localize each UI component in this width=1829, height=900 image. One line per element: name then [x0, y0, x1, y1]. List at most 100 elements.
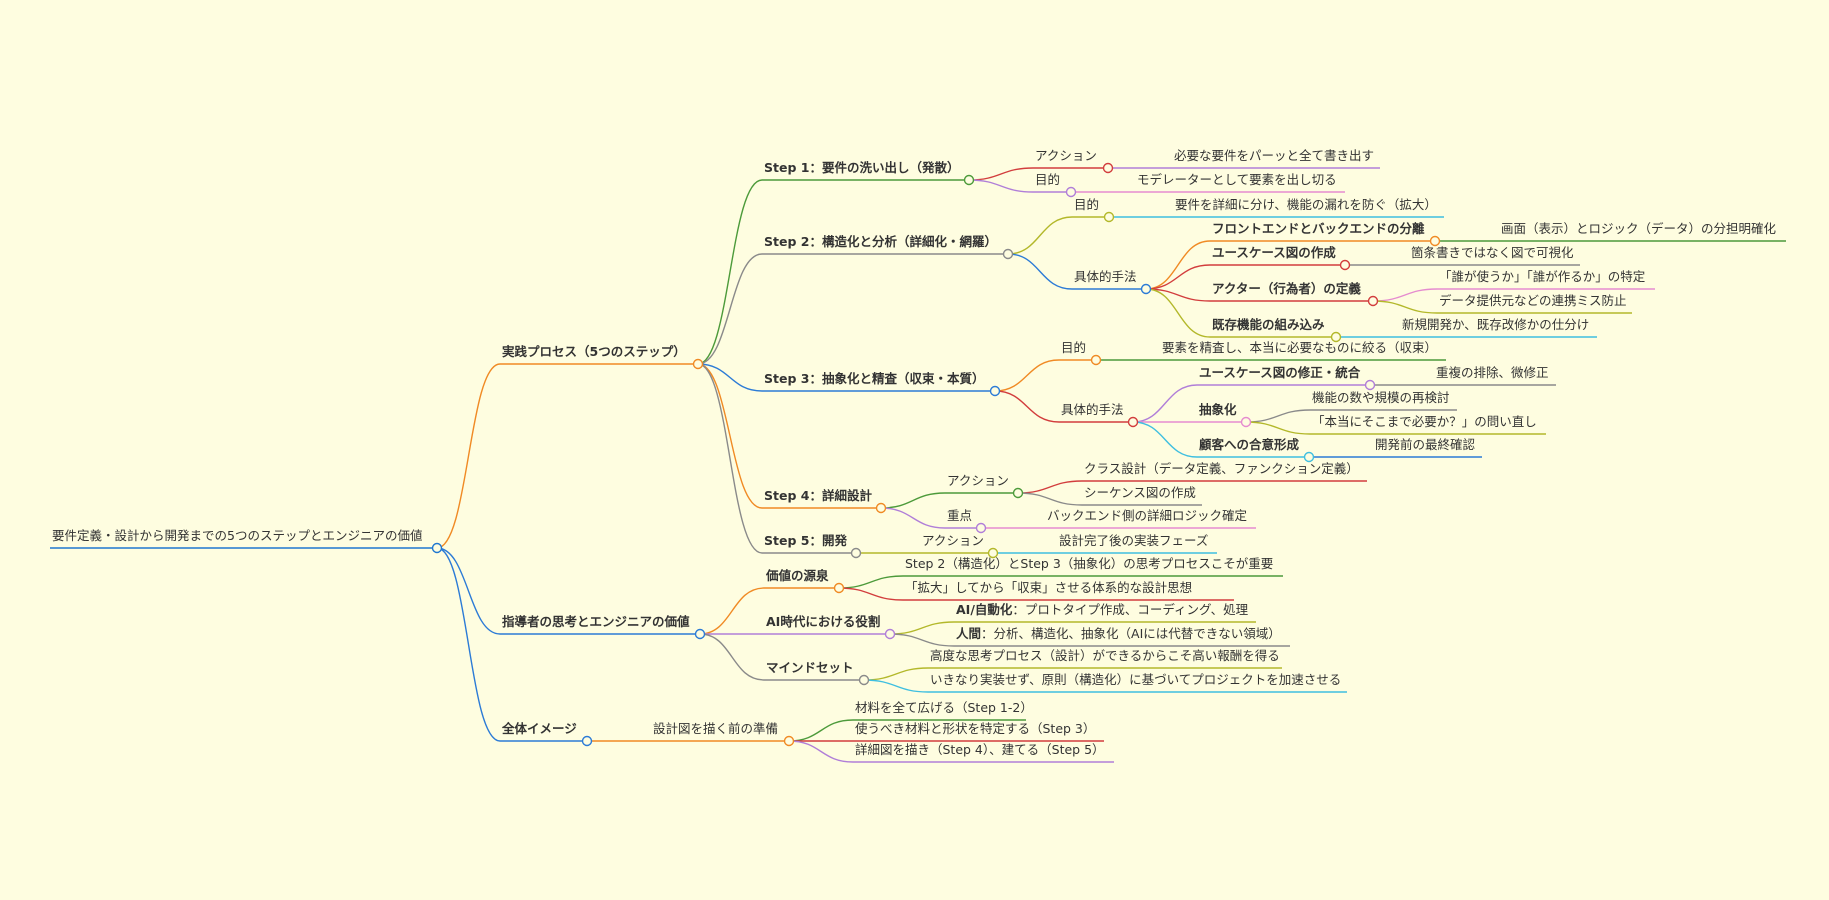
collapse-toggle-icon[interactable] [1002, 248, 1014, 260]
topic-s4at2[interactable]: シーケンス図の作成 [1084, 485, 1196, 500]
topic-pr[interactable]: 実践プロセス（5つのステップ） [502, 344, 686, 359]
collapse-toggle-icon[interactable] [1330, 331, 1342, 343]
topic-label: 要件を詳細に分け、機能の漏れを防ぐ（拡大） [1175, 197, 1437, 212]
topic-label: 重点 [947, 508, 972, 523]
topic-s5a[interactable]: アクション [922, 533, 984, 548]
topic-s2fe[interactable]: フロントエンドとバックエンドの分離 [1212, 221, 1425, 236]
topic-s2ex[interactable]: 既存機能の組み込み [1212, 317, 1325, 332]
topic-s2[interactable]: Step 2：構造化と分析（詳細化・網羅） [764, 234, 997, 249]
topic-s2fet[interactable]: 画面（表示）とロジック（データ）の分担明確化 [1501, 221, 1777, 236]
topic-s2act1[interactable]: 「誰が使うか」「誰が作るか」の特定 [1439, 269, 1645, 284]
collapse-toggle-icon[interactable] [884, 628, 896, 640]
topic-s2uc[interactable]: ユースケース図の作成 [1212, 245, 1336, 260]
topic-s4at1[interactable]: クラス設計（データ定義、ファンクション定義） [1084, 461, 1359, 476]
collapse-toggle-icon[interactable] [858, 674, 870, 686]
connector-s4 [697, 363, 763, 509]
topic-s1at[interactable]: 必要な要件をパーッと全て書き出す [1174, 148, 1374, 163]
collapse-toggle-icon[interactable] [1127, 416, 1139, 428]
topic-mn[interactable]: 指導者の思考とエンジニアの価値 [502, 614, 690, 629]
collapse-toggle-icon[interactable] [1339, 259, 1351, 271]
collapse-toggle-icon[interactable] [987, 547, 999, 559]
topic-s3ag[interactable]: 顧客への合意形成 [1199, 437, 1300, 452]
topic-vst1[interactable]: Step 2（構造化）とStep 3（抽象化）の思考プロセスこそが重要 [905, 556, 1273, 571]
connector-s2fe [1145, 240, 1211, 290]
collapse-toggle-icon[interactable] [833, 582, 845, 594]
topic-root[interactable]: 要件定義・設計から開発までの5つのステップとエンジニアの価値 [52, 528, 422, 543]
topic-s3m[interactable]: 具体的手法 [1061, 402, 1124, 417]
topic-label: 要件定義・設計から開発までの5つのステップとエンジニアの価値 [52, 528, 422, 543]
collapse-toggle-icon[interactable] [1090, 354, 1102, 366]
topic-ppi1[interactable]: 材料を全て広げる（Step 1-2） [855, 700, 1033, 715]
topic-ms[interactable]: マインドセット [766, 660, 854, 675]
collapse-toggle-icon[interactable] [975, 522, 987, 534]
topic-s4ft[interactable]: バックエンド側の詳細ロジック確定 [1047, 508, 1247, 523]
topic-hu[interactable]: 人間：分析、構造化、抽象化（AIには代替できない領域） [956, 626, 1281, 641]
topic-s1a[interactable]: アクション [1035, 148, 1097, 163]
connector-mst1 [863, 667, 929, 681]
topic-s3uft[interactable]: 重複の排除、微修正 [1436, 365, 1549, 380]
topic-s3p[interactable]: 目的 [1061, 340, 1086, 355]
collapse-toggle-icon[interactable] [989, 385, 1001, 397]
topic-pp[interactable]: 設計図を描く前の準備 [653, 721, 778, 736]
topic-s4f[interactable]: 重点 [947, 508, 972, 523]
topic-label: 画面（表示）とロジック（データ）の分担明確化 [1501, 221, 1777, 236]
topic-ai[interactable]: AI時代における役割 [766, 614, 880, 629]
collapse-toggle-icon[interactable] [1429, 235, 1441, 247]
collapse-toggle-icon[interactable] [581, 735, 593, 747]
collapse-toggle-icon[interactable] [1240, 416, 1252, 428]
topic-s3[interactable]: Step 3：抽象化と精査（収束・本質） [764, 371, 984, 386]
topic-vs[interactable]: 価値の源泉 [765, 568, 829, 583]
topic-s3uf[interactable]: ユースケース図の修正・統合 [1199, 365, 1361, 380]
topic-s2p[interactable]: 目的 [1074, 197, 1099, 212]
topic-s3ab[interactable]: 抽象化 [1199, 402, 1237, 417]
topic-s2uct[interactable]: 箇条書きではなく図で可視化 [1411, 245, 1574, 260]
collapse-toggle-icon[interactable] [1367, 295, 1379, 307]
collapse-toggle-icon[interactable] [1140, 283, 1152, 295]
collapse-toggle-icon[interactable] [850, 547, 862, 559]
topic-s2ext[interactable]: 新規開発か、既存改修かの仕分け [1402, 317, 1589, 332]
topic-ov[interactable]: 全体イメージ [501, 721, 577, 736]
topic-label: AI/自動化 [956, 602, 1013, 617]
collapse-toggle-icon[interactable] [431, 542, 443, 554]
topic-ppi2[interactable]: 使うべき材料と形状を特定する（Step 3） [855, 721, 1095, 736]
collapse-toggle-icon[interactable] [1012, 487, 1024, 499]
collapse-toggle-icon[interactable] [1065, 186, 1077, 198]
collapse-toggle-icon[interactable] [1103, 211, 1115, 223]
topic-s2m[interactable]: 具体的手法 [1074, 269, 1137, 284]
topic-nodes: 要件定義・設計から開発までの5つのステップとエンジニアの価値 実践プロセス（5つの… [52, 148, 1777, 757]
topic-s3agt[interactable]: 開発前の最終確認 [1375, 437, 1476, 452]
topic-s5[interactable]: Step 5：開発 [764, 533, 847, 548]
collapse-toggle-icon[interactable] [875, 502, 887, 514]
topic-s3pt[interactable]: 要素を精査し、本当に必要なものに絞る（収束） [1162, 340, 1437, 355]
collapse-toggle-icon[interactable] [1102, 162, 1114, 174]
topic-label: 新規開発か、既存改修かの仕分け [1402, 317, 1589, 332]
topic-s2ac[interactable]: アクター（行為者）の定義 [1212, 281, 1361, 296]
collapse-toggle-icon[interactable] [1303, 451, 1315, 463]
topic-s2act2[interactable]: データ提供元などの連携ミス防止 [1439, 293, 1627, 308]
topic-s5at[interactable]: 設計完了後の実装フェーズ [1059, 533, 1208, 548]
topic-label: マインドセット [766, 660, 854, 675]
topic-s3abt1[interactable]: 機能の数や規模の再検討 [1312, 390, 1450, 405]
topic-mst2[interactable]: いきなり実装せず、原則（構造化）に基づいてプロジェクトを加速させる [930, 672, 1341, 687]
topic-s2pt[interactable]: 要件を詳細に分け、機能の漏れを防ぐ（拡大） [1175, 197, 1437, 212]
collapse-toggle-icon[interactable] [783, 735, 795, 747]
connector-ms [699, 633, 765, 681]
topic-ppi3[interactable]: 詳細図を描き（Step 4）、建てる（Step 5） [855, 742, 1105, 757]
collapse-toggle-icon[interactable] [694, 628, 706, 640]
topic-label: 箇条書きではなく図で可視化 [1411, 245, 1574, 260]
topic-s4[interactable]: Step 4：詳細設計 [764, 488, 872, 503]
topic-vst2[interactable]: 「拡大」してから「収束」させる体系的な設計思想 [905, 580, 1192, 595]
topic-s4a[interactable]: アクション [947, 473, 1009, 488]
topic-s3abt2[interactable]: 「本当にそこまで必要か？」の問い直し [1312, 414, 1537, 429]
topic-ail[interactable]: AI/自動化：プロトタイプ作成、コーディング、処理 [956, 602, 1249, 617]
topic-mst1[interactable]: 高度な思考プロセス（設計）ができるからこそ高い報酬を得る [930, 648, 1280, 663]
topic-s1pt[interactable]: モデレーターとして要素を出し切る [1137, 172, 1337, 187]
topic-s1[interactable]: Step 1：要件の洗い出し（発散） [764, 160, 959, 175]
topic-label: アクション [922, 533, 984, 548]
collapse-toggle-icon[interactable] [963, 174, 975, 186]
topic-s1p[interactable]: 目的 [1035, 172, 1060, 187]
collapse-toggle-icon[interactable] [1364, 379, 1376, 391]
topic-label: 「拡大」してから「収束」させる体系的な設計思想 [905, 580, 1192, 595]
collapse-toggle-icon[interactable] [692, 358, 704, 370]
